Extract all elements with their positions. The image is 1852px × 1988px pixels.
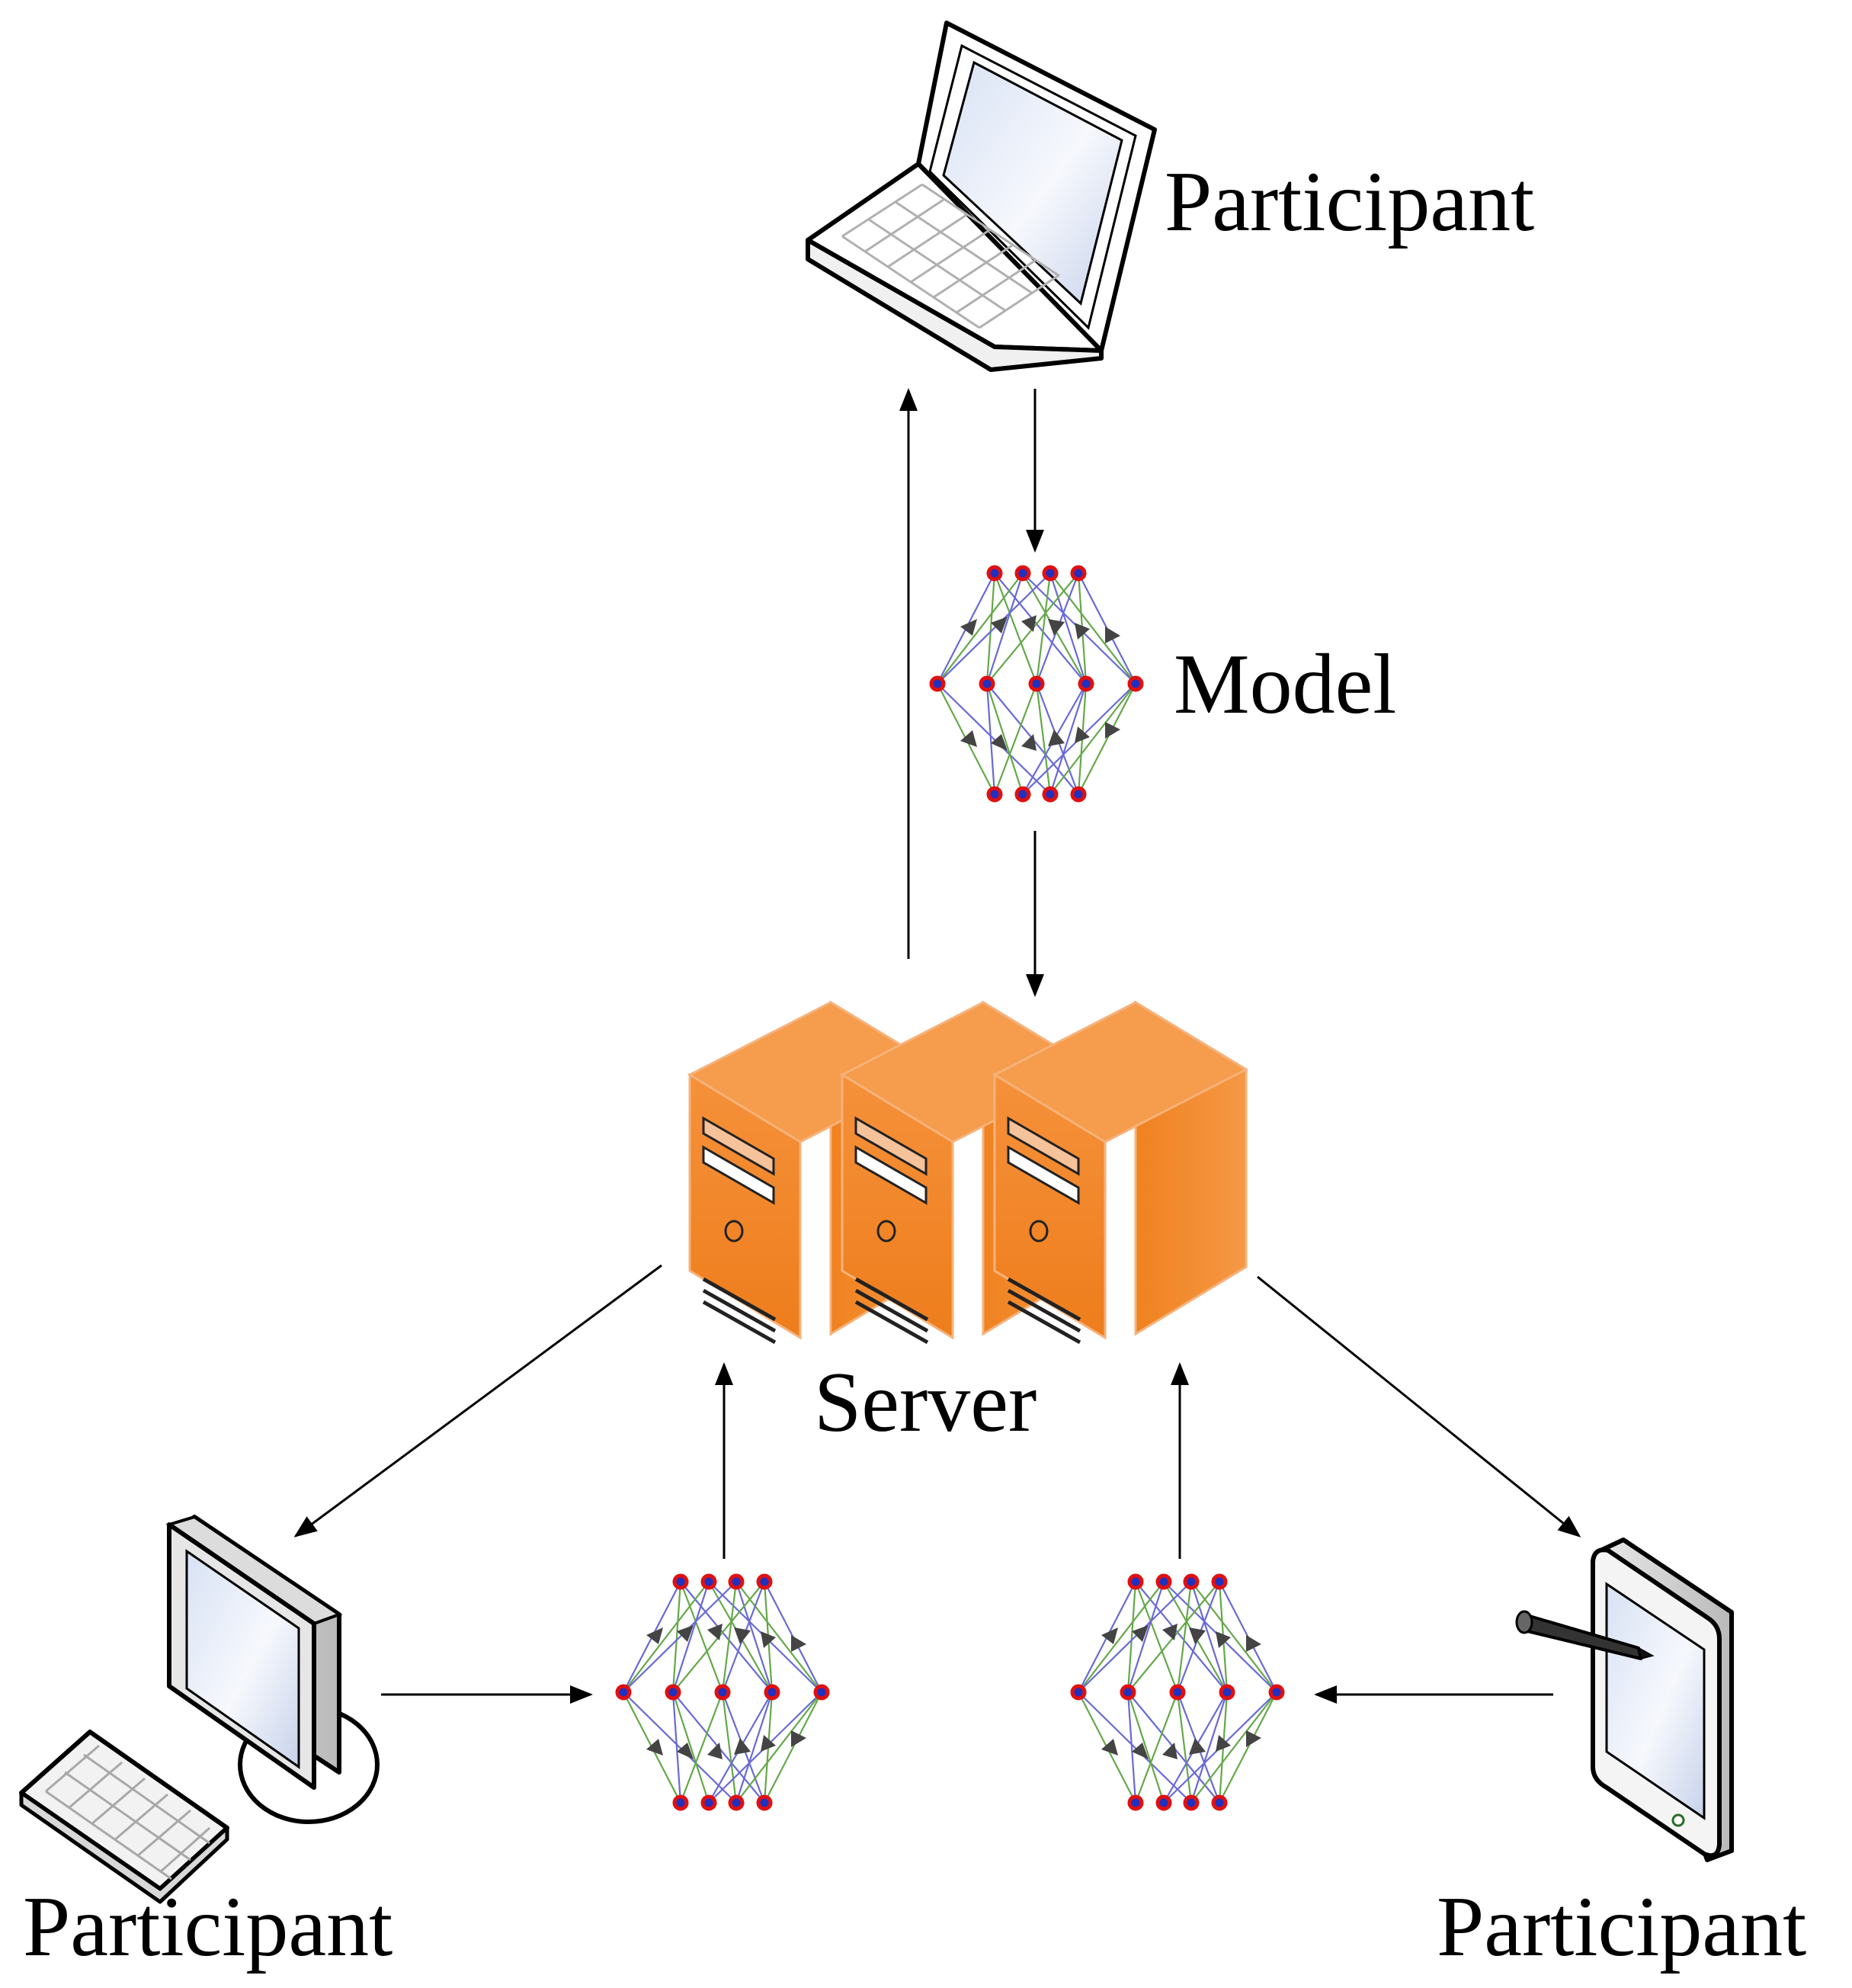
server-towers-icon [690,1002,1246,1342]
left-participant-label: Participant [23,1880,393,1974]
server-label: Server [814,1355,1037,1450]
neural-network-icon-top [931,567,1142,800]
desktop-computer-icon [19,1515,380,1904]
tablet-with-stylus-icon [1515,1537,1734,1862]
neural-network-icon-right [1072,1576,1283,1809]
top-participant-label: Participant [1165,155,1534,249]
arrow-server-to-right-participant [1257,1275,1581,1537]
model-label: Model [1174,637,1396,732]
neural-network-icon-left [617,1576,828,1809]
arrow-server-to-left-participant [293,1264,662,1537]
right-participant-label: Participant [1437,1880,1806,1974]
laptop-icon [806,21,1157,372]
